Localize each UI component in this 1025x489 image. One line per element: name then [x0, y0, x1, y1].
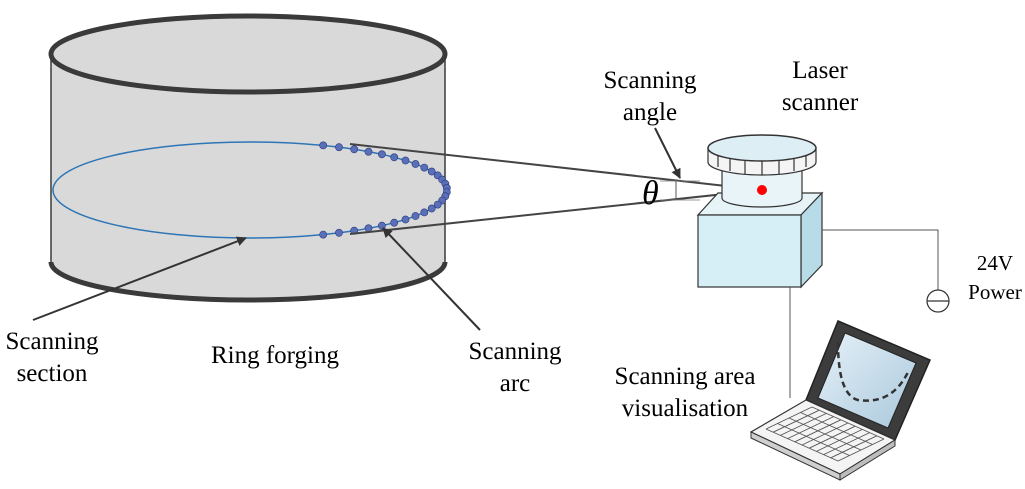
scan-dot	[350, 145, 359, 154]
arrow-scanning-angle	[654, 127, 681, 179]
scan-dot	[433, 200, 442, 209]
label-scanning-angle-line2: angle	[623, 99, 677, 126]
label-ring-forging: Ring forging	[211, 342, 340, 369]
keyboard-line	[801, 422, 849, 446]
scan-dot	[427, 204, 436, 213]
laser-scanner-icon	[696, 134, 824, 289]
arrow-scanning-arc	[382, 227, 481, 331]
keyboard-line	[823, 432, 870, 456]
label-visualisation-line1: Scanning area	[615, 363, 756, 390]
scan-dot	[390, 218, 399, 227]
label-visualisation-line2: visualisation	[622, 395, 749, 422]
label-laser-scanner-line2: scanner	[782, 89, 859, 116]
scan-dot	[319, 141, 328, 150]
ground-symbol-icon	[926, 289, 950, 313]
scan-dot	[420, 208, 429, 217]
scan-dot	[401, 215, 410, 224]
label-scanning-arc-line2: arc	[500, 370, 531, 397]
cylinder-top	[48, 13, 448, 95]
scan-dot	[420, 163, 429, 172]
scanner-cap-ridges	[717, 156, 807, 175]
label-scanning-section-line1: Scanning	[5, 328, 99, 355]
label-power-line1: 24V	[977, 251, 1013, 275]
keyboard-line	[837, 438, 885, 462]
scan-dot	[335, 143, 343, 152]
label-scanning-angle-line1: Scanning	[603, 67, 697, 94]
laptop-screen-arc	[836, 341, 910, 402]
keyboard-line	[773, 409, 820, 433]
scan-dot	[364, 147, 373, 156]
laptop-screen	[817, 332, 917, 429]
label-theta: θ	[642, 175, 659, 212]
cylinder-bottom-rim	[48, 261, 448, 303]
keyboard-line	[830, 435, 877, 459]
scan-dot	[377, 150, 386, 159]
scan-dot	[427, 167, 436, 176]
cylinder-body	[51, 54, 445, 300]
keyboard-line	[816, 428, 863, 452]
laptop-keyboard	[765, 406, 885, 462]
scanning-arc-dots	[319, 141, 451, 239]
keyboard-line	[765, 406, 813, 430]
power-wire	[822, 229, 939, 290]
laser-point	[757, 185, 767, 195]
keyboard-line	[780, 412, 827, 436]
scanner-cap-top	[707, 134, 817, 162]
scan-beam-upper	[349, 143, 763, 191]
scan-dot	[390, 153, 399, 162]
keyboard-line	[809, 425, 856, 449]
ring-forging-cylinder	[48, 13, 451, 303]
arrow-scanning-section	[32, 236, 247, 321]
scan-dot	[411, 212, 420, 220]
label-laser-scanner-line1: Laser	[792, 57, 848, 84]
scan-dot	[411, 160, 420, 168]
label-scanning-section-line2: section	[17, 360, 88, 387]
scan-dot	[401, 156, 410, 165]
keyboard-line	[787, 416, 834, 440]
scanner-box-front	[697, 214, 802, 288]
laptop-icon	[749, 320, 931, 481]
scan-dot	[319, 230, 328, 239]
label-power-line2: Power	[968, 280, 1022, 304]
label-scanning-arc-line1: Scanning	[468, 338, 562, 365]
laptop-base-side	[839, 439, 896, 481]
scan-beam-lower	[349, 189, 763, 235]
scan-dot	[335, 228, 343, 237]
keyboard-line	[794, 419, 841, 443]
